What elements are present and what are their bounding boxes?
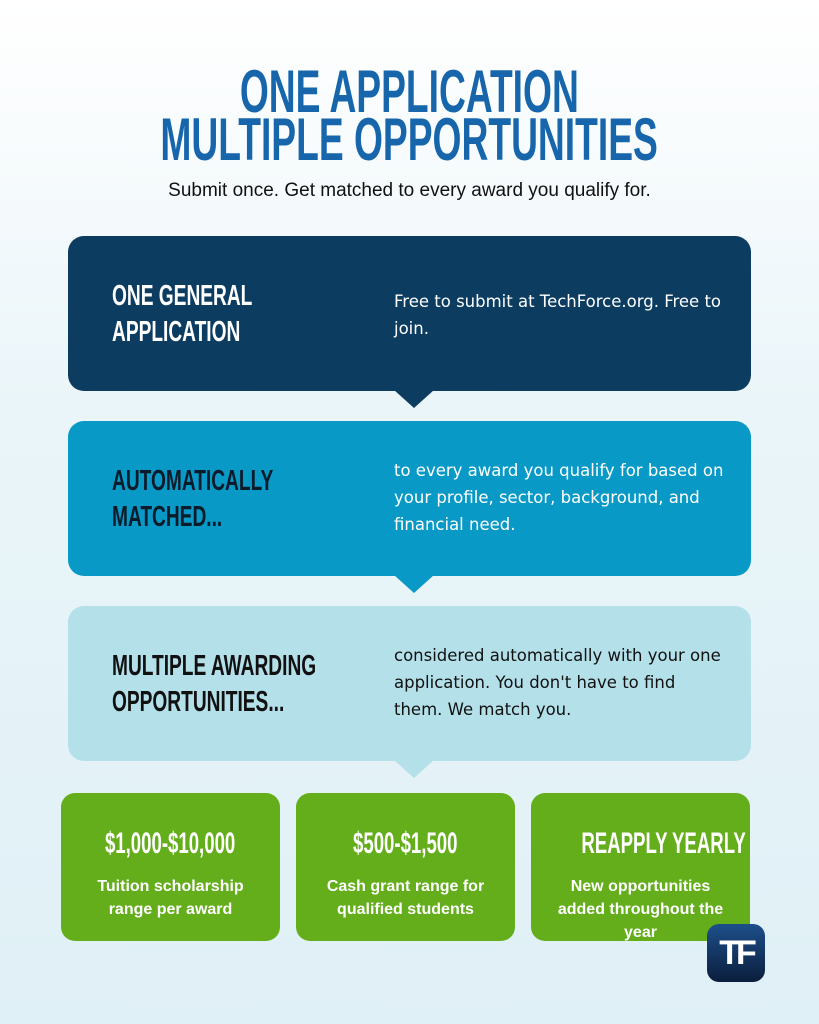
step-automatically-matched: AUTOMATICALLY MATCHED... to every award y… xyxy=(68,421,751,593)
techforce-logo-icon: TF xyxy=(707,924,765,982)
card-heading: $500-$1,500 xyxy=(353,827,458,860)
step-heading: MULTIPLE AWARDING OPPORTUNITIES... xyxy=(112,648,421,720)
step-text: Free to submit at TechForce.org. Free to… xyxy=(394,292,722,338)
step-multiple-opportunities: MULTIPLE AWARDING OPPORTUNITIES... consid… xyxy=(68,606,751,778)
card-cash-grant: $500-$1,500 Cash grant range for qualifi… xyxy=(296,793,515,941)
card-heading: $1,000-$10,000 xyxy=(105,827,236,860)
title-line-2: MULTIPLE OPPORTUNITIES xyxy=(0,110,819,170)
step-text: considered automatically with your one a… xyxy=(394,646,721,719)
subtitle: Submit once. Get matched to every award … xyxy=(168,180,651,201)
heading-line: ONE GENERAL xyxy=(112,280,253,312)
heading-line: AUTOMATICALLY xyxy=(112,465,274,497)
card-tuition: $1,000-$10,000 Tuition scholarship range… xyxy=(61,793,280,941)
heading-line: APPLICATION xyxy=(112,316,241,348)
step-heading: AUTOMATICALLY MATCHED... xyxy=(112,463,356,535)
heading-line: MATCHED... xyxy=(112,501,223,533)
heading-line: OPPORTUNITIES... xyxy=(112,686,285,718)
card-heading: REAPPLY YEARLY xyxy=(581,827,746,860)
title-text: MULTIPLE OPPORTUNITIES xyxy=(160,106,659,173)
step-text: to every award you qualify for based on … xyxy=(394,461,724,534)
step-heading: ONE GENERAL APPLICATION xyxy=(112,278,325,350)
title-line-1: ONE APPLICATION xyxy=(0,62,819,122)
card-text: Cash grant range for qualified students xyxy=(326,878,485,918)
heading-line: MULTIPLE AWARDING xyxy=(112,650,317,682)
card-text: New opportunities added throughout the y… xyxy=(557,878,724,941)
card-reapply: REAPPLY YEARLY New opportunities added t… xyxy=(531,793,750,941)
title-text: ONE APPLICATION xyxy=(240,58,579,125)
card-text: Tuition scholarship range per award xyxy=(97,878,244,918)
step-general-application: ONE GENERAL APPLICATION Free to submit at… xyxy=(68,236,751,408)
